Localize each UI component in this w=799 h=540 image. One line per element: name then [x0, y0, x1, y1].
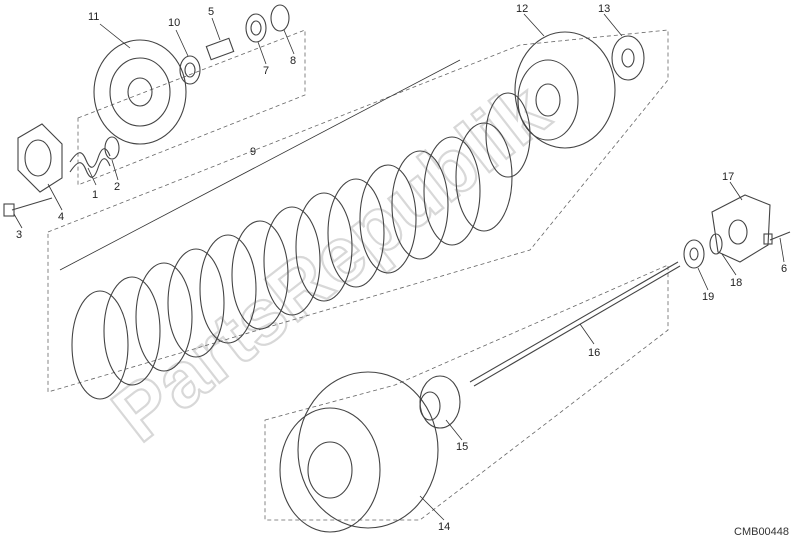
callout-6: 6	[781, 263, 787, 275]
callout-9: 9	[250, 146, 256, 158]
watermark: PartsRepublik	[95, 65, 565, 460]
o-ring-part-18	[709, 233, 723, 255]
bearing-part-19	[683, 239, 705, 269]
callout-19: 19	[702, 291, 714, 303]
callout-8: 8	[290, 55, 296, 67]
pushrod-cap-part-5	[205, 37, 235, 61]
callout-5: 5	[208, 6, 214, 18]
callout-1: 1	[92, 189, 98, 201]
frame-bottom	[264, 264, 669, 521]
callout-16: 16	[588, 347, 600, 359]
washer-part-2	[104, 136, 120, 160]
watermark-text: PartsRepublik	[96, 66, 564, 459]
callout-3: 3	[16, 229, 22, 241]
clutch-hub-part-12	[514, 31, 616, 149]
callout-13: 13	[598, 3, 610, 15]
callout-labels: 1 2 3 4 5 6 7 8 9 10 11 12 13 14 15 16 1…	[16, 3, 787, 533]
callout-15: 15	[456, 441, 468, 453]
callout-17: 17	[722, 171, 734, 183]
callout-14: 14	[438, 521, 450, 533]
callout-2: 2	[114, 181, 120, 193]
bushing-part-15	[419, 375, 461, 429]
diagram-code: CMB00448	[734, 526, 789, 538]
bearing-part-10	[179, 55, 201, 85]
clutch-basket-part-14	[279, 371, 439, 533]
callout-12: 12	[516, 3, 528, 15]
lock-washer-part-8	[270, 4, 290, 32]
pressure-plate-part-11	[93, 39, 187, 145]
frame-plates	[47, 29, 669, 393]
washer-part-13	[611, 35, 645, 81]
screw-part-6	[763, 231, 791, 245]
callout-11: 11	[88, 11, 99, 23]
callout-4: 4	[58, 211, 64, 223]
screw-part-3	[3, 197, 53, 217]
plate-stack-part-9	[59, 59, 531, 400]
pushrod-part-16	[469, 261, 681, 387]
slave-cylinder-part-17	[711, 194, 771, 263]
callout-leaders	[13, 13, 785, 521]
frame-top-left	[77, 29, 306, 186]
callout-18: 18	[730, 277, 742, 289]
cover-plate-part-4	[17, 123, 63, 193]
nut-part-7	[245, 13, 267, 43]
callout-10: 10	[168, 17, 180, 29]
callout-7: 7	[263, 65, 269, 77]
